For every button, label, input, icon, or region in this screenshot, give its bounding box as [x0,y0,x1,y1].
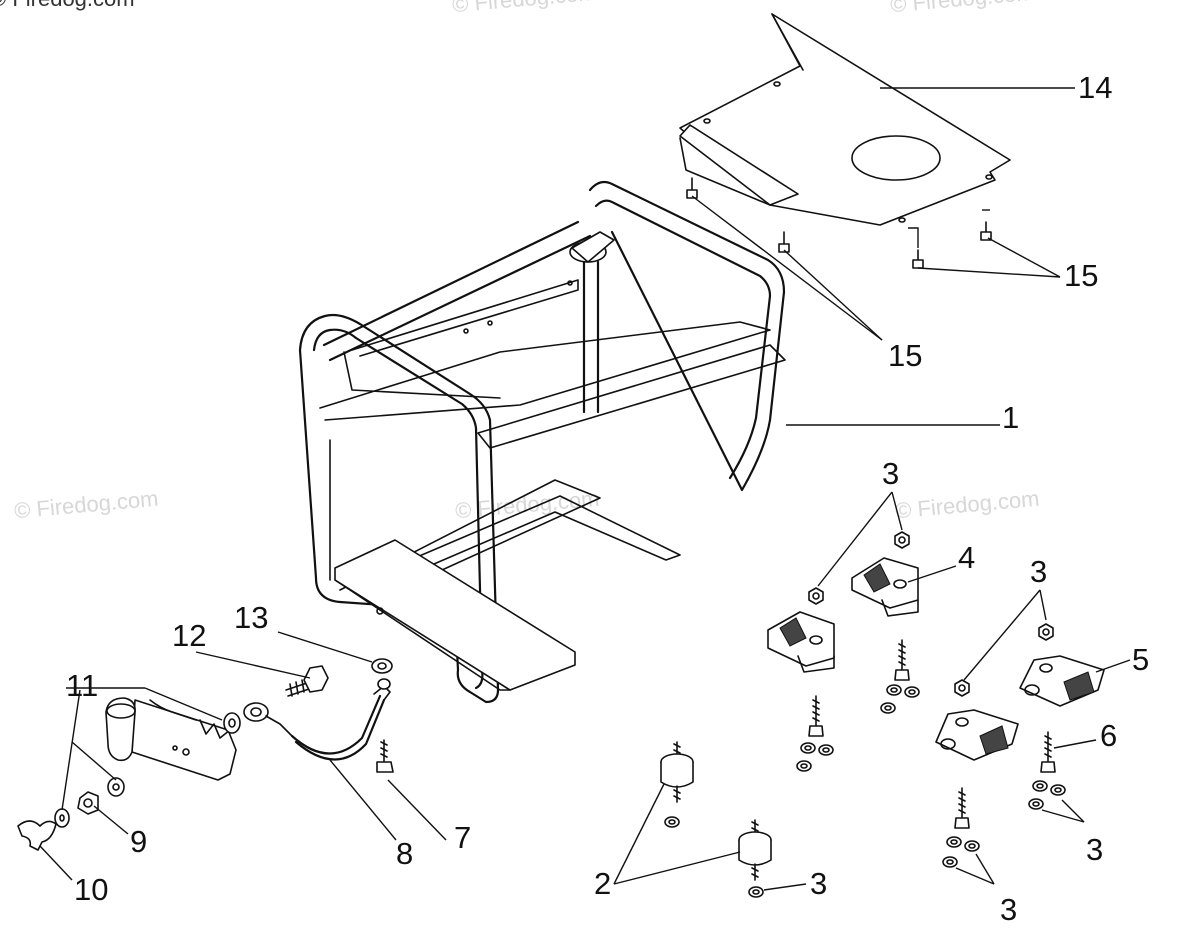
callout-part-12: 12 [172,618,207,653]
callout-part-7: 7 [454,820,472,855]
callout-part-3: 3 [1000,892,1018,927]
callout-part-10: 10 [74,872,109,907]
ground-cable-part [243,678,397,841]
washer-nuts [664,684,1085,898]
bracket-part [17,631,393,881]
stud-bolts [808,639,1097,829]
callout-part-3: 3 [1086,832,1104,867]
callout-part-13: 13 [234,600,269,635]
callout-part-3: 3 [1030,554,1048,589]
callout-part-3: 3 [810,866,828,901]
cover-plate-part [679,13,1075,226]
callout-part-15: 15 [1064,258,1099,293]
nut-parts-3 [808,491,1054,697]
engine-mount-part-4 [767,557,957,673]
callout-part-14: 14 [1078,70,1113,105]
frame-part [298,180,1000,704]
callout-part-1: 1 [1002,400,1020,435]
callout-part-11: 11 [66,668,99,703]
callout-part-6: 6 [1100,718,1118,753]
callout-part-5: 5 [1132,642,1150,677]
bolt-part-7 [376,739,447,841]
callout-part-15: 15 [888,338,923,373]
watermark: © Firedog.com [0,0,135,12]
callout-part-9: 9 [130,824,148,859]
callout-part-8: 8 [396,836,414,871]
rubber-mount-part-2 [613,741,772,885]
screw-parts-15 [686,177,1061,341]
callout-part-2: 2 [594,866,612,901]
engine-mount-part-5 [935,655,1131,761]
callout-part-4: 4 [958,540,976,575]
callout-part-3: 3 [882,456,900,491]
